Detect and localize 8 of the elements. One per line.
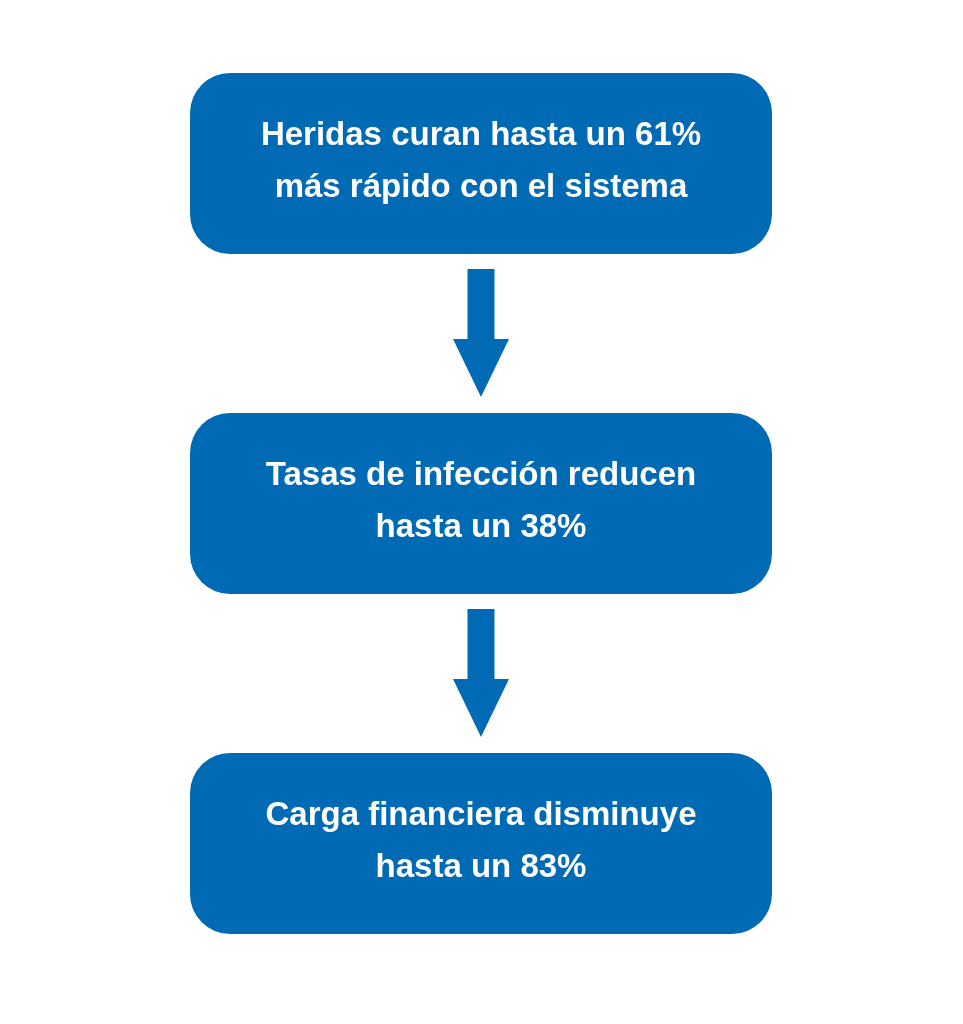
rounded-box — [190, 753, 772, 934]
box-text: Carga financiera disminuye hasta un 83% — [264, 793, 698, 886]
box-text: Tasas de infección reducen hasta un 38% — [264, 453, 698, 546]
rounded-box — [190, 73, 772, 254]
block-arrow — [453, 609, 509, 737]
block-arrow — [453, 269, 509, 397]
rounded-box — [190, 413, 772, 594]
box-text: Heridas curan hasta un 61% más rápido con el sistema — [259, 113, 703, 206]
